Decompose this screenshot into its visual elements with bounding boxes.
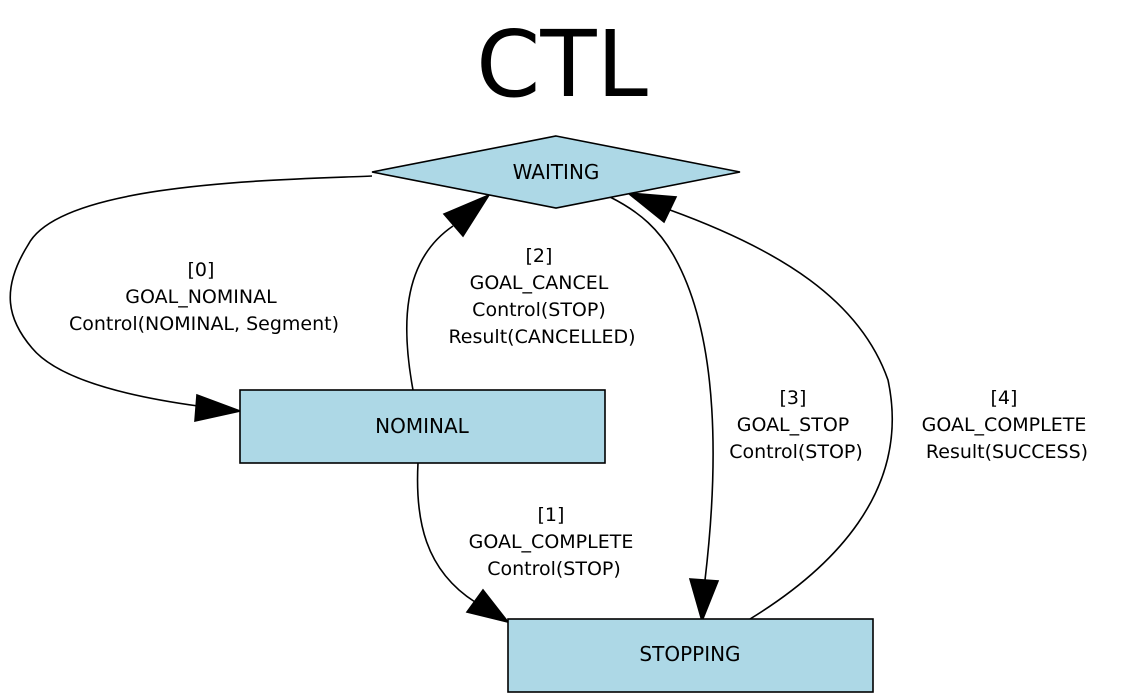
node-nominal: NOMINAL — [239, 389, 606, 464]
node-waiting: WAITING — [371, 135, 741, 209]
arrowhead — [625, 191, 678, 224]
edge-label-4: [4] GOAL_COMPLETE Result(SUCCESS) — [922, 387, 1093, 463]
diamond-shape — [371, 135, 741, 209]
edge-line — [609, 196, 714, 581]
edge-label-3: [3] GOAL_STOP Control(STOP) — [729, 387, 863, 463]
node-label-stopping: STOPPING — [639, 642, 740, 666]
node-stopping: STOPPING — [507, 618, 874, 693]
arrowhead — [688, 578, 720, 624]
edge-line — [9, 175, 373, 407]
arrowhead — [465, 588, 511, 624]
node-label-waiting: WAITING — [513, 160, 600, 184]
edge-label-1: [1] GOAL_COMPLETE Control(STOP) — [469, 504, 640, 580]
arrowhead — [442, 193, 492, 238]
edge-line — [405, 225, 454, 391]
node-label-nominal: NOMINAL — [375, 414, 470, 438]
edge-label-0: [0] GOAL_NOMINAL Control(NOMINAL, Segmen… — [69, 259, 339, 335]
box-shape — [507, 618, 874, 693]
edge-label-2: [2] GOAL_CANCEL Control(STOP) Result(CAN… — [448, 245, 635, 348]
edge-nominal-to-stopping: [1] GOAL_COMPLETE Control(STOP) — [416, 462, 640, 624]
arrowhead — [194, 393, 243, 423]
edge-stopping-to-waiting: [4] GOAL_COMPLETE Result(SUCCESS) — [625, 191, 1093, 620]
box-shape — [239, 389, 606, 464]
edge-waiting-to-stopping: [3] GOAL_STOP Control(STOP) — [609, 196, 863, 624]
diagram-title: CTL — [476, 11, 648, 118]
edge-line — [669, 209, 894, 620]
edge-waiting-to-nominal: [0] GOAL_NOMINAL Control(NOMINAL, Segmen… — [9, 175, 373, 423]
edge-line — [416, 462, 476, 603]
edge-nominal-to-waiting: [2] GOAL_CANCEL Control(STOP) Result(CAN… — [405, 193, 636, 391]
